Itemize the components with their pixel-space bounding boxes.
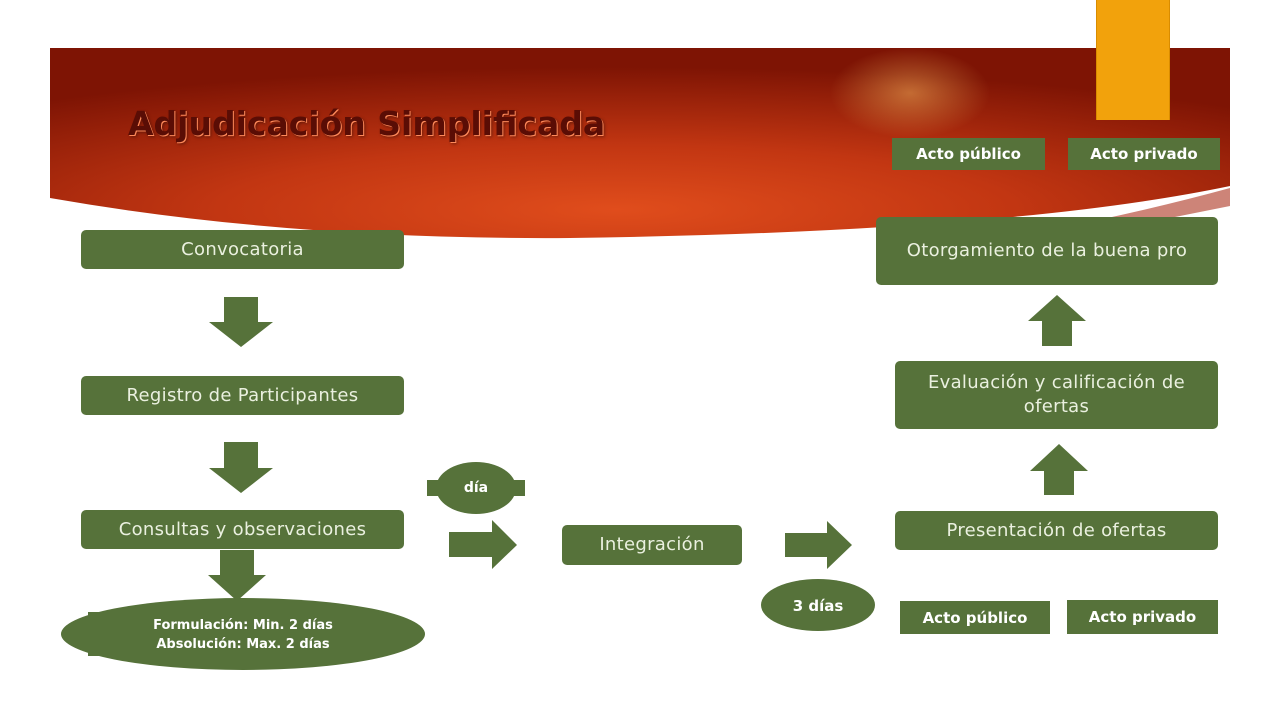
absolucion-label: Absolución: Max. 2 días: [156, 637, 330, 652]
tag-acto-privado-bottom: Acto privado: [1067, 600, 1218, 634]
tag-acto-publico-top: Acto público: [892, 138, 1045, 170]
arrow-right-2: [785, 521, 852, 569]
step-evaluacion-calificacion: Evaluación y calificación de ofertas: [895, 361, 1218, 429]
step-registro-participantes: Registro de Participantes: [81, 376, 404, 415]
accent-tab: [1096, 0, 1170, 120]
plazos-note: Formulación: Min. 2 días Absolución: Max…: [82, 616, 404, 654]
arrow-down-3: [208, 550, 266, 601]
arrow-down-2: [209, 442, 273, 493]
page-title: Adjudicación Simplificada: [128, 104, 606, 143]
step-otorgamiento-buena-pro: Otorgamiento de la buena pro: [876, 217, 1218, 285]
title-banner: [50, 48, 1230, 239]
arrow-up-2: [1030, 444, 1088, 495]
step-presentacion-ofertas: Presentación de ofertas: [895, 511, 1218, 550]
formulacion-label: Formulación: Min. 2 días: [153, 618, 333, 633]
tag-acto-privado-top: Acto privado: [1068, 138, 1220, 170]
arrow-right-1: [449, 520, 517, 569]
tag-acto-publico-bottom: Acto público: [900, 601, 1050, 634]
step-consultas-observaciones: Consultas y observaciones: [81, 510, 404, 549]
tres-dias-label: 3 días: [792, 597, 844, 615]
arrow-up-1: [1028, 295, 1086, 346]
step-convocatoria: Convocatoria: [81, 230, 404, 269]
step-integracion: Integración: [562, 525, 742, 565]
arrow-down-1: [209, 297, 273, 347]
dia-label: día: [463, 480, 489, 496]
